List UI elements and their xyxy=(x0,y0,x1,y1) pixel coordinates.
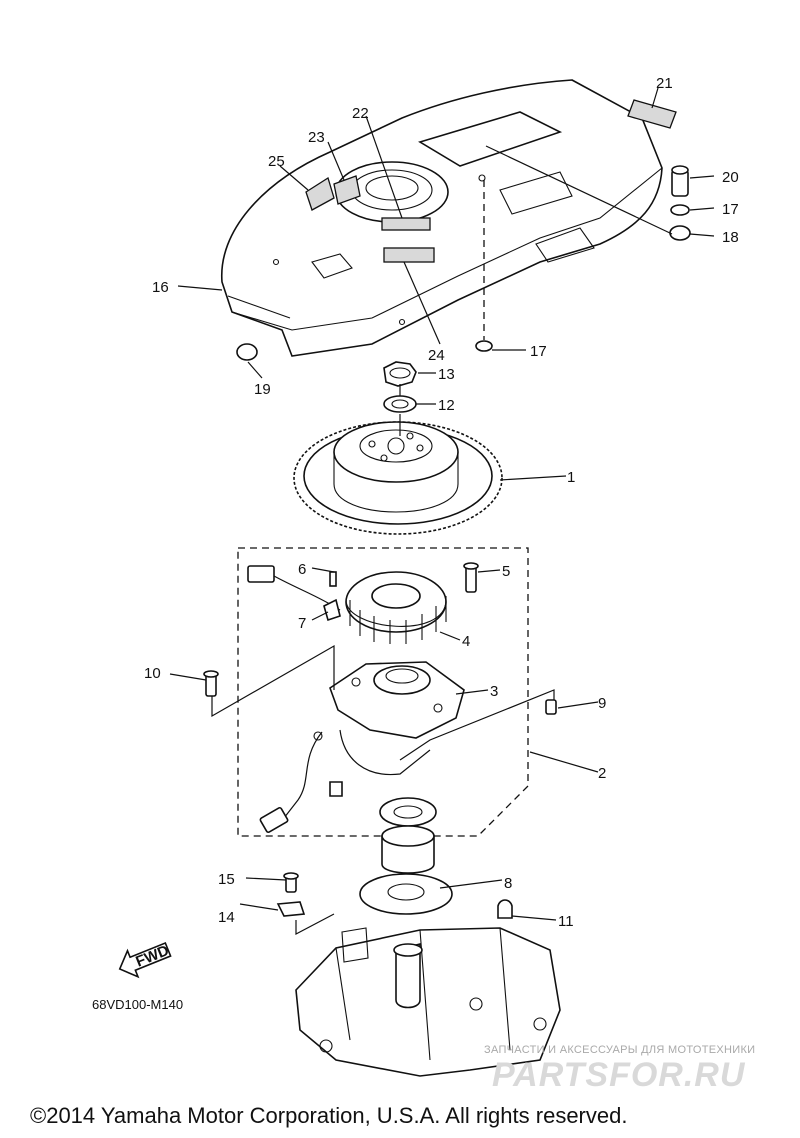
callout-11: 11 xyxy=(558,913,574,930)
callout-13: 13 xyxy=(438,366,455,383)
stator-assembly-box xyxy=(237,547,529,837)
fwd-arrow-icon: FWD xyxy=(118,942,172,979)
label-22-decal xyxy=(381,217,431,231)
callout-17-lower: 17 xyxy=(530,343,547,360)
callout-19: 19 xyxy=(254,381,271,398)
callout-24-lower: 24 xyxy=(428,347,445,364)
callout-6: 6 xyxy=(298,561,306,578)
callout-numbers: 1 2 3 4 5 6 7 8 9 10 11 12 13 14 15 16 1… xyxy=(144,75,739,930)
cover-labels xyxy=(305,99,677,263)
callout-10: 10 xyxy=(144,665,161,682)
callout-8: 8 xyxy=(504,875,512,892)
label-23-decal xyxy=(333,175,361,205)
copyright-notice: ©2014 Yamaha Motor Corporation, U.S.A. A… xyxy=(30,1103,628,1128)
callout-3: 3 xyxy=(490,683,498,700)
engine-block xyxy=(295,927,561,1077)
drive-collar-and-plate xyxy=(359,797,453,915)
wire-harness xyxy=(247,565,431,833)
leader-lines xyxy=(169,87,715,935)
watermark-brand: PARTSFOR.RU xyxy=(492,1056,746,1094)
callout-1: 1 xyxy=(567,469,575,486)
screws xyxy=(203,562,557,919)
callout-12: 12 xyxy=(438,397,455,414)
stator-coil xyxy=(345,571,447,644)
label-21-decal xyxy=(627,99,677,129)
callout-18: 18 xyxy=(722,229,739,246)
label-25-decal xyxy=(305,176,335,211)
callout-21: 21 xyxy=(656,75,673,92)
callout-2: 2 xyxy=(598,765,606,782)
callout-5: 5 xyxy=(502,563,510,580)
cover-hardware xyxy=(236,165,691,361)
callout-7: 7 xyxy=(298,615,306,632)
base-plate xyxy=(329,661,465,739)
callout-4: 4 xyxy=(462,633,470,650)
watermark-subtitle: ЗАПЧАСТИ И АКСЕССУАРЫ ДЛЯ МОТОТЕХНИКИ xyxy=(484,1044,756,1056)
callout-24: 25 xyxy=(268,153,285,170)
callout-22: 22 xyxy=(352,105,369,122)
label-24-decal xyxy=(383,247,435,263)
flywheel-rotor xyxy=(293,421,503,535)
diagram-code: 68VD100-M140 xyxy=(92,997,184,1012)
fwd-label: FWD xyxy=(133,942,171,971)
callout-17-upper: 17 xyxy=(722,201,739,218)
callout-15: 15 xyxy=(218,871,235,888)
callout-14: 14 xyxy=(218,909,235,926)
callout-9: 9 xyxy=(598,695,606,712)
callout-23: 23 xyxy=(308,129,325,146)
flywheel-cover xyxy=(221,79,663,357)
callout-20: 20 xyxy=(722,169,739,186)
callout-16: 16 xyxy=(152,279,169,296)
